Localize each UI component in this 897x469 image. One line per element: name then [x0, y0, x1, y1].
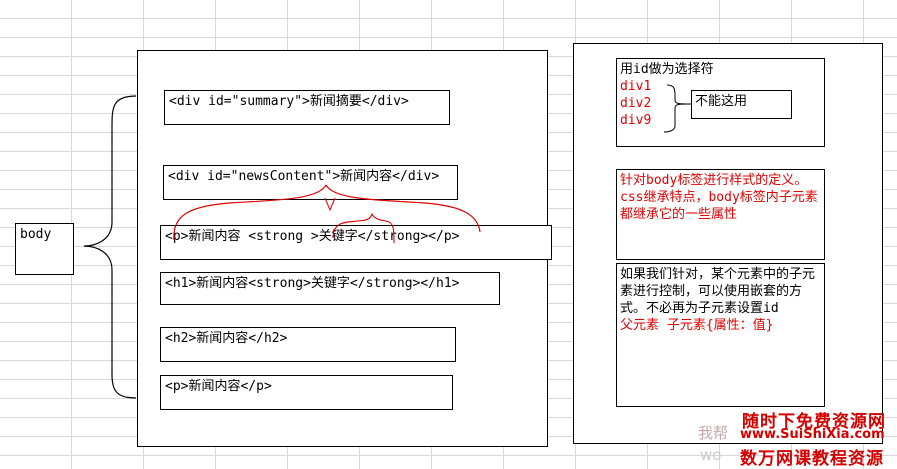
nested-note-syntax: 父元素 子元素{属性：值} — [620, 318, 774, 333]
id-note-item: div9 — [620, 113, 652, 128]
body-style-note: 针对body标签进行样式的定义。 css继承特点，body标签内子元素都继承它的… — [616, 169, 825, 260]
body-label: body — [20, 227, 52, 242]
body-note-line2: css继承特点，body标签内子元素都继承它的一些属性 — [620, 190, 818, 222]
callout-text: 不能这用 — [695, 94, 748, 109]
code-text: <div id="summary">新闻摘要</div> — [169, 94, 409, 109]
faded-watermark: wo — [700, 446, 722, 464]
code-box-newscontent: <div id="newsContent">新闻内容</div> — [163, 165, 458, 200]
watermark-url: www.SuiShiXia.com — [740, 427, 885, 442]
watermark-title: 随时下免费资源网 — [742, 412, 886, 432]
strong-brace — [332, 212, 395, 244]
code-box-h1-strong: <h1>新闻内容<strong>关键字</strong></h1> — [160, 272, 500, 305]
code-box-p: <p>新闻内容</p> — [160, 375, 453, 410]
body-note-line1: 针对body标签进行样式的定义。 — [620, 173, 808, 188]
id-items-brace — [663, 84, 692, 133]
inherit-arc-left — [173, 184, 327, 241]
faded-watermark: 我帮 — [698, 424, 729, 442]
code-text: <h2>新闻内容</h2> — [165, 331, 288, 346]
id-note-title: 用id做为选择符 — [620, 62, 714, 77]
id-note-item: div1 — [620, 79, 652, 94]
code-box-h2: <h2>新闻内容</h2> — [160, 327, 456, 362]
nested-note-text: 如果我们针对，某个元素中的子元素进行控制，可以使用嵌套的方式。不必再为子元素设置… — [620, 267, 816, 316]
strong-arrow — [324, 197, 336, 212]
inherit-arc-right — [325, 184, 481, 233]
callout-box: 不能这用 — [691, 90, 792, 119]
id-note-item: div2 — [620, 96, 652, 111]
code-text: <p>新闻内容 <strong >关键字</strong></p> — [165, 229, 460, 244]
code-text: <h1>新闻内容<strong>关键字</strong></h1> — [165, 276, 460, 291]
code-text: <div id="newsContent">新闻内容</div> — [168, 169, 440, 184]
body-label-box: body — [15, 223, 74, 275]
body-brace — [83, 95, 137, 399]
watermark-footer: 数万网课教程资源 — [740, 449, 884, 469]
code-box-summary: <div id="summary">新闻摘要</div> — [164, 90, 450, 125]
nested-selector-note: 如果我们针对，某个元素中的子元素进行控制，可以使用嵌套的方式。不必再为子元素设置… — [616, 263, 825, 407]
code-box-p-strong: <p>新闻内容 <strong >关键字</strong></p> — [160, 225, 552, 260]
code-text: <p>新闻内容</p> — [165, 379, 272, 394]
